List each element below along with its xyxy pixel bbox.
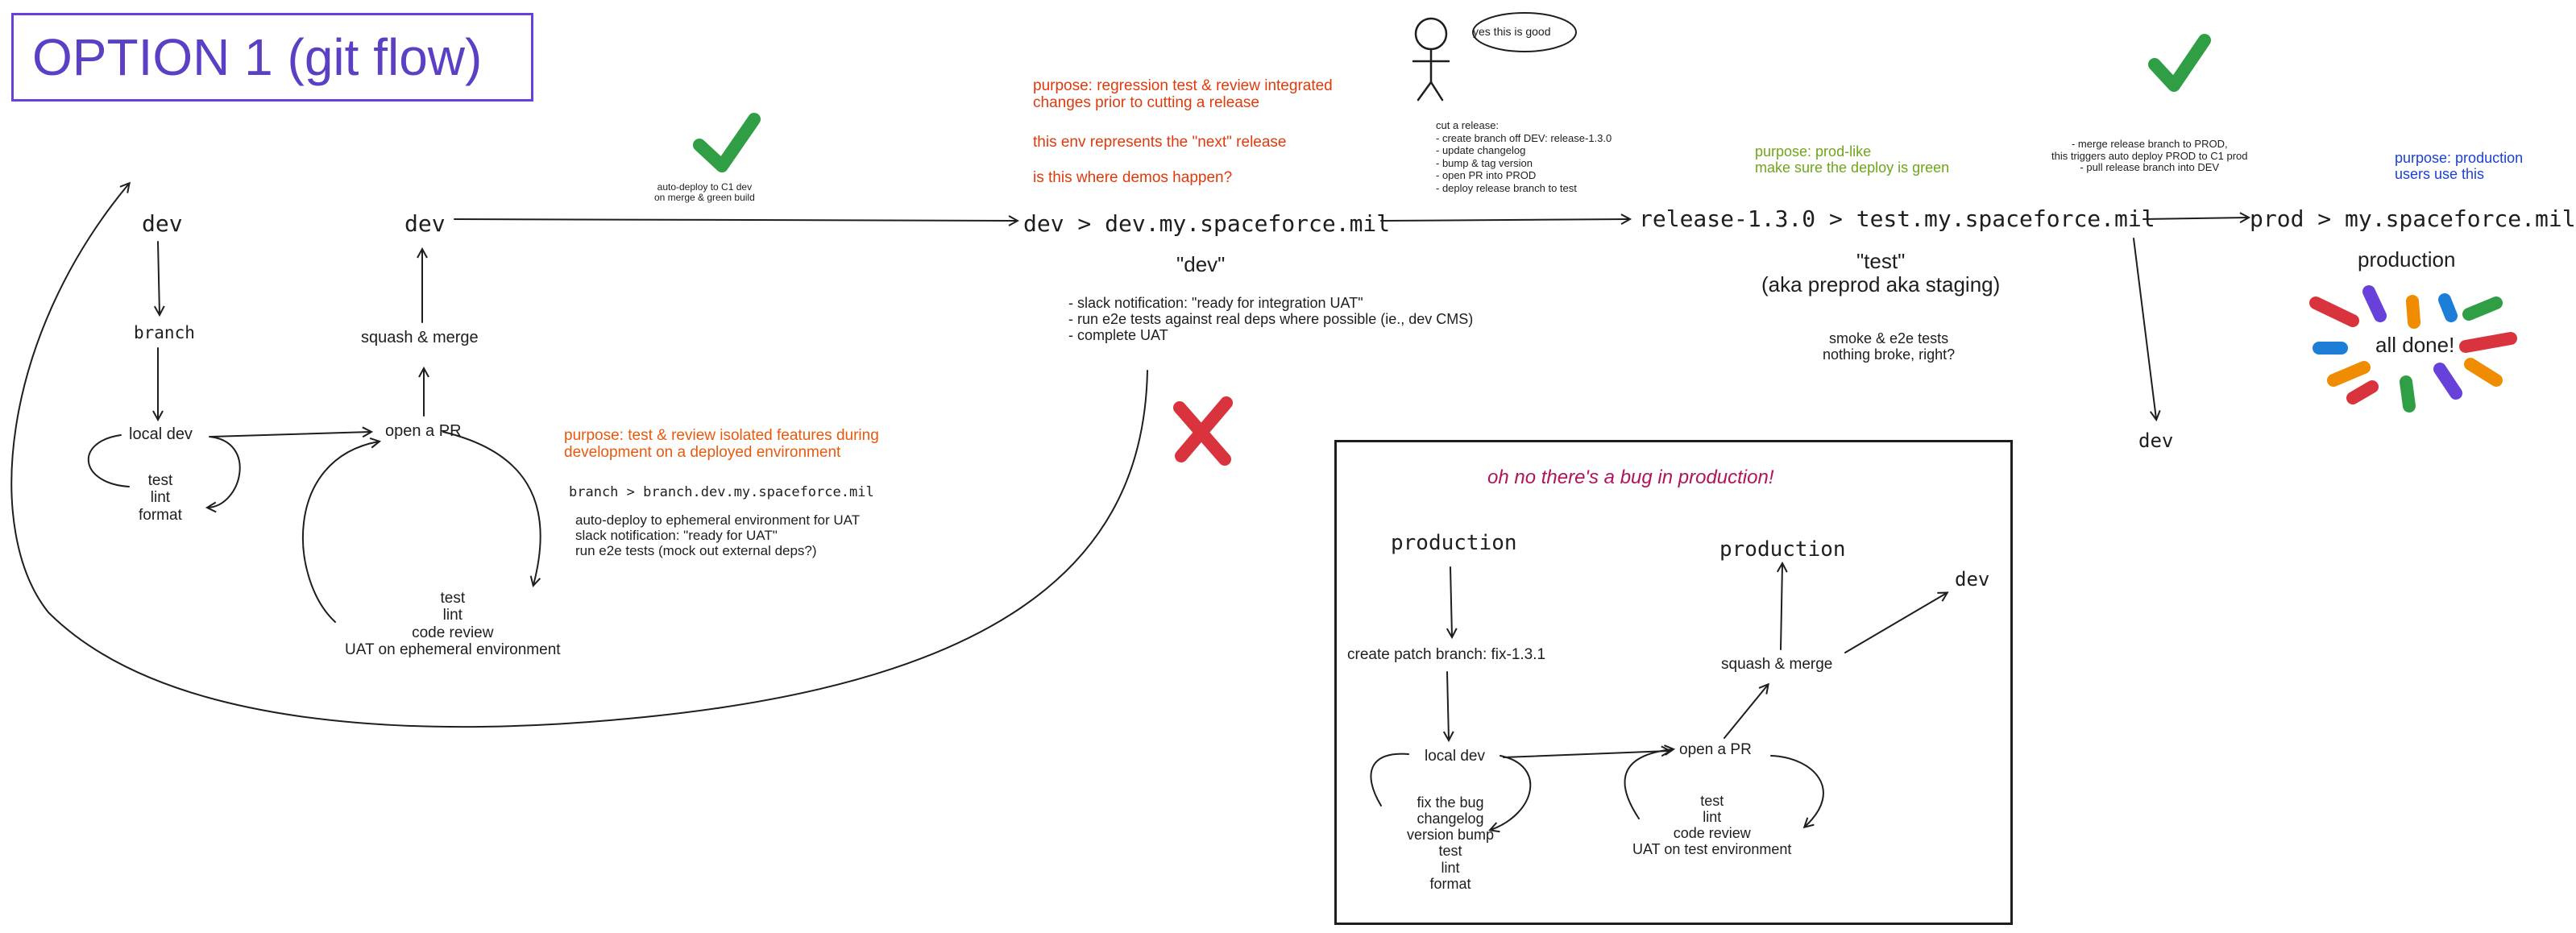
demos-note: is this where demos happen? — [1033, 169, 1233, 186]
node-local-checks: test lint format — [139, 472, 182, 524]
node-pr-checks: test lint code review UAT on ephemeral e… — [345, 590, 561, 658]
arrow-big-loop — [10, 184, 1148, 728]
branch-env-notes: auto-deploy to ephemeral environment for… — [575, 512, 861, 559]
arrow-localdev-loop-back — [88, 434, 130, 487]
hotfix-node-open-pr: open a PR — [1679, 741, 1752, 758]
cross-icon — [1173, 396, 1233, 466]
prod-env-label: prod > my.spaceforce.mil — [2250, 205, 2576, 232]
hotfix-node-local-checks: fix the bug changelog version bump test … — [1407, 794, 1495, 892]
node-squash-merge: squash & merge — [361, 329, 479, 346]
arrow-test-to-dev — [2133, 238, 2156, 419]
branch-env-label: branch > branch.dev.my.spaceforce.mil — [569, 484, 874, 500]
arrow-hf-squash-to-dev — [1844, 593, 1947, 653]
arrow-hf-local-to-pr — [1503, 751, 1670, 758]
hotfix-node-local-dev: local dev — [1425, 748, 1485, 765]
celebration-stick — [2327, 361, 2371, 387]
node-open-pr: open a PR — [385, 422, 462, 440]
celebration-sticks-icon — [2309, 285, 2517, 413]
celebration-stick — [2346, 380, 2379, 404]
all-done-text: all done! — [2375, 333, 2455, 357]
dev-env-notes: - slack notification: "ready for integra… — [1068, 295, 1474, 344]
celebration-stick — [2309, 296, 2359, 327]
hotfix-node-dev: dev — [1955, 568, 1990, 591]
arrow-hf-pr-to-squash — [1724, 685, 1768, 739]
page-title: OPTION 1 (git flow) — [32, 28, 483, 86]
arrow-hf-local-loop — [1491, 755, 1532, 830]
cut-release-note: cut a release: - create branch off DEV: … — [1436, 119, 1612, 194]
purpose-prod-env: purpose: production users use this — [2395, 150, 2524, 183]
arrow-hf-patch-to-local — [1447, 671, 1449, 740]
arrow-dev-to-branch — [158, 241, 160, 314]
hotfix-node-squash-merge: squash & merge — [1721, 656, 1833, 673]
speech-bubble — [1472, 12, 1577, 52]
speech-text: yes this is good — [1473, 25, 1551, 38]
hotfix-node-patch-branch: create patch branch: fix-1.3.1 — [1347, 646, 1546, 663]
purpose-branch-env: purpose: test & review isolated features… — [564, 427, 879, 462]
hotfix-title: oh no there's a bug in production! — [1487, 466, 1774, 488]
test-env-label: release-1.3.0 > test.my.spaceforce.mil — [1639, 205, 2155, 232]
celebration-stick — [2438, 293, 2458, 322]
celebration-stick — [2462, 296, 2503, 321]
check-icon-release — [2148, 34, 2211, 92]
node-local-dev: local dev — [129, 425, 193, 443]
arrow-pr-loop — [442, 431, 541, 585]
arrow-hf-prod-to-patch — [1450, 566, 1452, 637]
test-env-notes: smoke & e2e tests nothing broke, right? — [1823, 330, 1956, 363]
merge-release-note: - merge release branch to PROD, this tri… — [2051, 138, 2248, 174]
node-branch: branch — [134, 323, 195, 342]
arrow-hf-squash-to-prod — [1781, 564, 1782, 650]
arrow-test-to-prod — [2143, 218, 2248, 219]
celebration-stick — [2400, 375, 2416, 413]
arrow-hf-pr-loop — [1770, 755, 1824, 827]
celebration-stick — [2459, 332, 2517, 353]
auto-deploy-note: auto-deploy to C1 dev on merge & green b… — [654, 181, 755, 204]
arrow-devenv-to-test — [1380, 219, 1629, 221]
hotfix-frame — [1334, 440, 2013, 925]
purpose-dev-env: purpose: regression test & review integr… — [1033, 77, 1333, 112]
stick-figure-icon — [1412, 17, 1450, 102]
next-release-note: this env represents the "next" release — [1033, 134, 1287, 151]
celebration-stick — [2433, 363, 2462, 400]
arrow-uat-loop-back — [301, 442, 379, 623]
node-dev-merge-target: dev — [404, 210, 446, 237]
arrow-localdev-to-pr — [210, 432, 371, 437]
dev-env-quote: "dev" — [1176, 252, 1226, 276]
check-icon — [693, 113, 761, 172]
celebration-stick — [2406, 295, 2420, 329]
hotfix-node-pr-checks: test lint code review UAT on test enviro… — [1632, 793, 1792, 858]
celebration-stick — [2464, 358, 2503, 387]
purpose-test-env: purpose: prod-like make sure the deploy … — [1755, 143, 1950, 176]
arrow-hf-local-loop-back — [1370, 753, 1409, 807]
node-dev: dev — [142, 210, 183, 237]
dev-env-label: dev > dev.my.spaceforce.mil — [1023, 210, 1391, 237]
arrow-dev2-to-devenv — [454, 219, 1017, 221]
arrow-hf-uat-loop-back — [1624, 749, 1673, 819]
title-frame — [11, 13, 533, 102]
test-env-quote: "test" (aka preprod aka staging) — [1761, 249, 2001, 297]
prod-env-production: production — [2358, 247, 2456, 272]
node-dev-after-test: dev — [2138, 429, 2174, 452]
hotfix-node-production: production — [1391, 531, 1517, 555]
arrow-localdev-loop — [208, 436, 241, 508]
hotfix-node-production-target: production — [1719, 537, 1846, 562]
celebration-stick — [2362, 285, 2387, 322]
